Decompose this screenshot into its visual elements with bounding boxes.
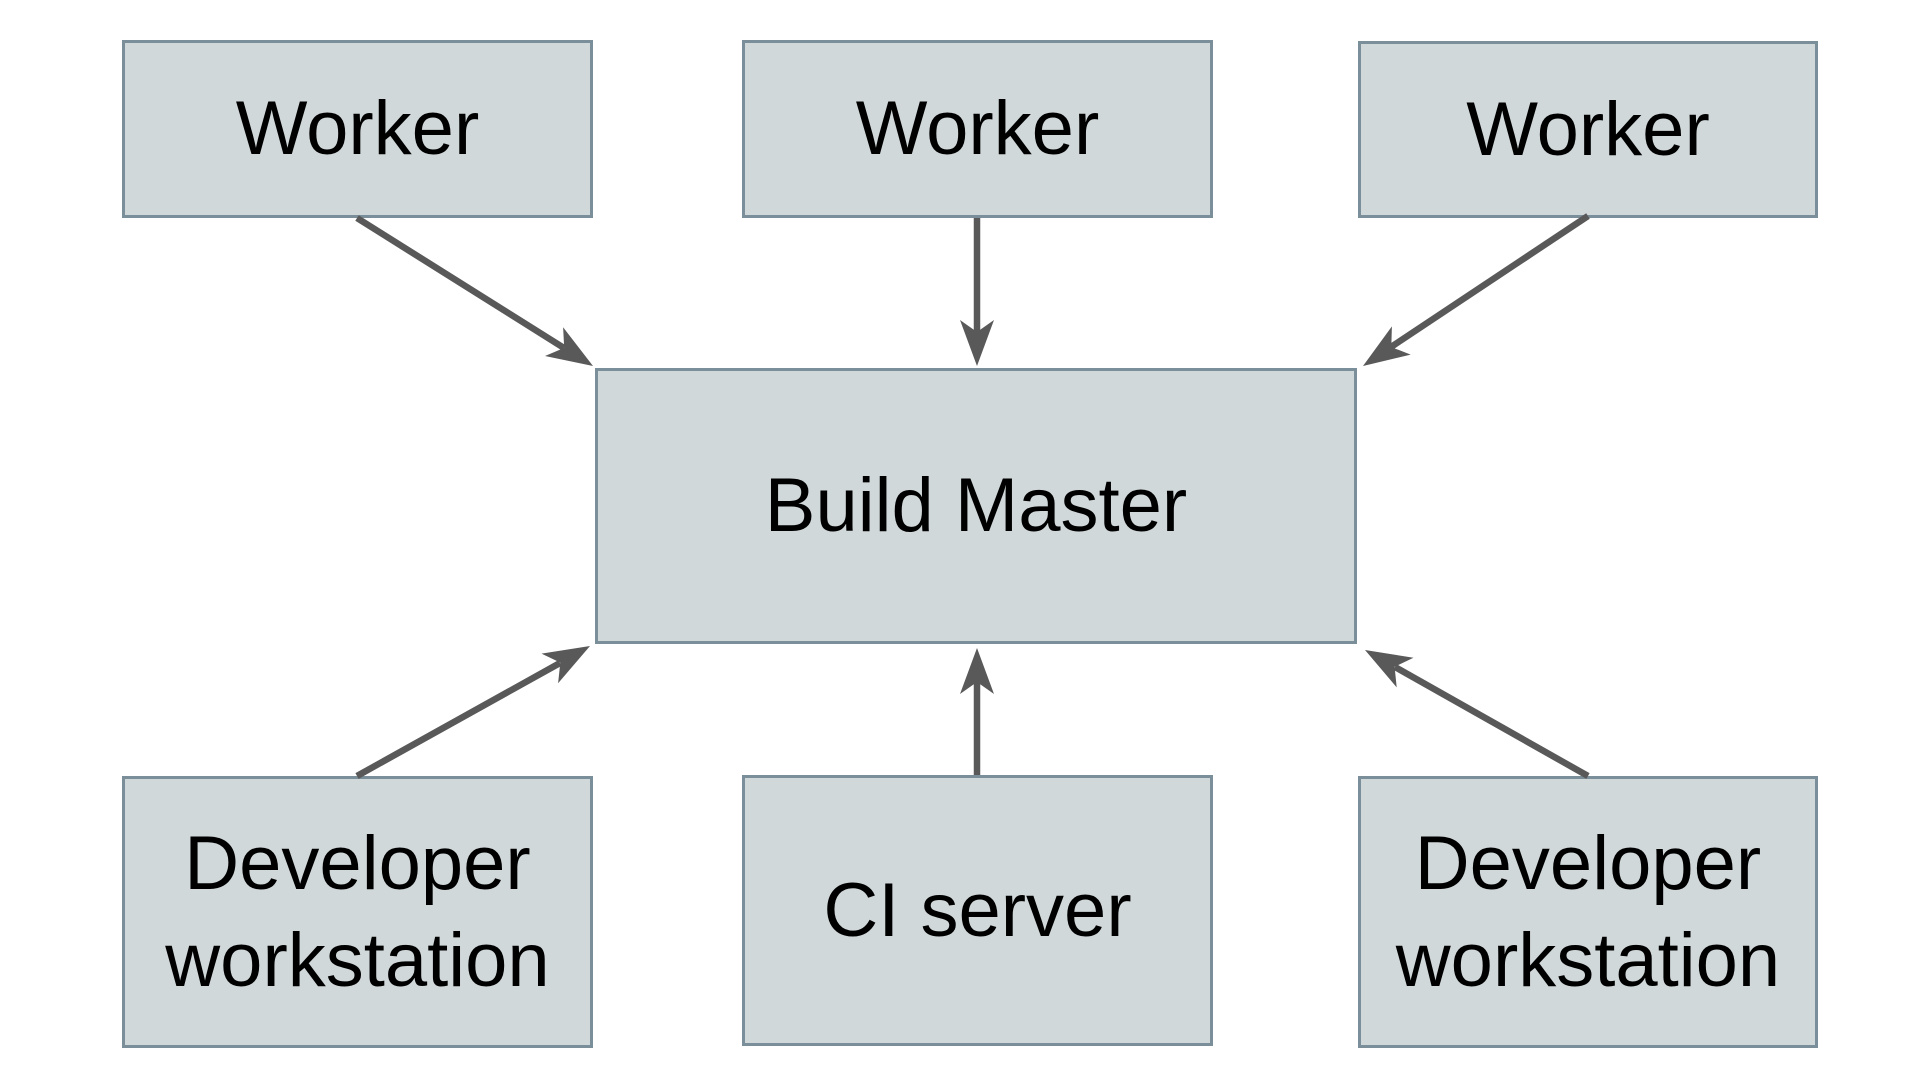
- node-worker-1-label: Worker: [235, 86, 480, 172]
- arrow-worker-3-to-build-master: [1363, 213, 1590, 366]
- node-worker-3: Worker: [1358, 41, 1818, 218]
- node-worker-3-label: Worker: [1466, 86, 1710, 172]
- node-developer-workstation-2: Developer workstation: [1358, 776, 1818, 1048]
- node-worker-1: Worker: [122, 40, 593, 218]
- arrow-developer-workstation-1-to-build-master: [355, 646, 590, 779]
- node-ci-server: CI server: [742, 775, 1213, 1046]
- node-worker-2-label: Worker: [855, 86, 1100, 172]
- node-ci-server-label: CI server: [823, 867, 1132, 953]
- node-worker-2: Worker: [742, 40, 1213, 218]
- arrow-developer-workstation-2-to-build-master: [1365, 650, 1590, 779]
- node-developer-workstation-1: Developer workstation: [122, 776, 593, 1048]
- node-build-master: Build Master: [595, 368, 1357, 644]
- arrow-worker-1-to-build-master: [355, 215, 593, 366]
- node-developer-workstation-2-label: Developer workstation: [1395, 820, 1781, 1003]
- node-developer-workstation-1-label: Developer workstation: [165, 820, 550, 1003]
- arrow-ci-server-to-build-master: [960, 648, 994, 775]
- node-build-master-label: Build Master: [764, 463, 1188, 549]
- arrow-worker-2-to-build-master: [960, 218, 994, 366]
